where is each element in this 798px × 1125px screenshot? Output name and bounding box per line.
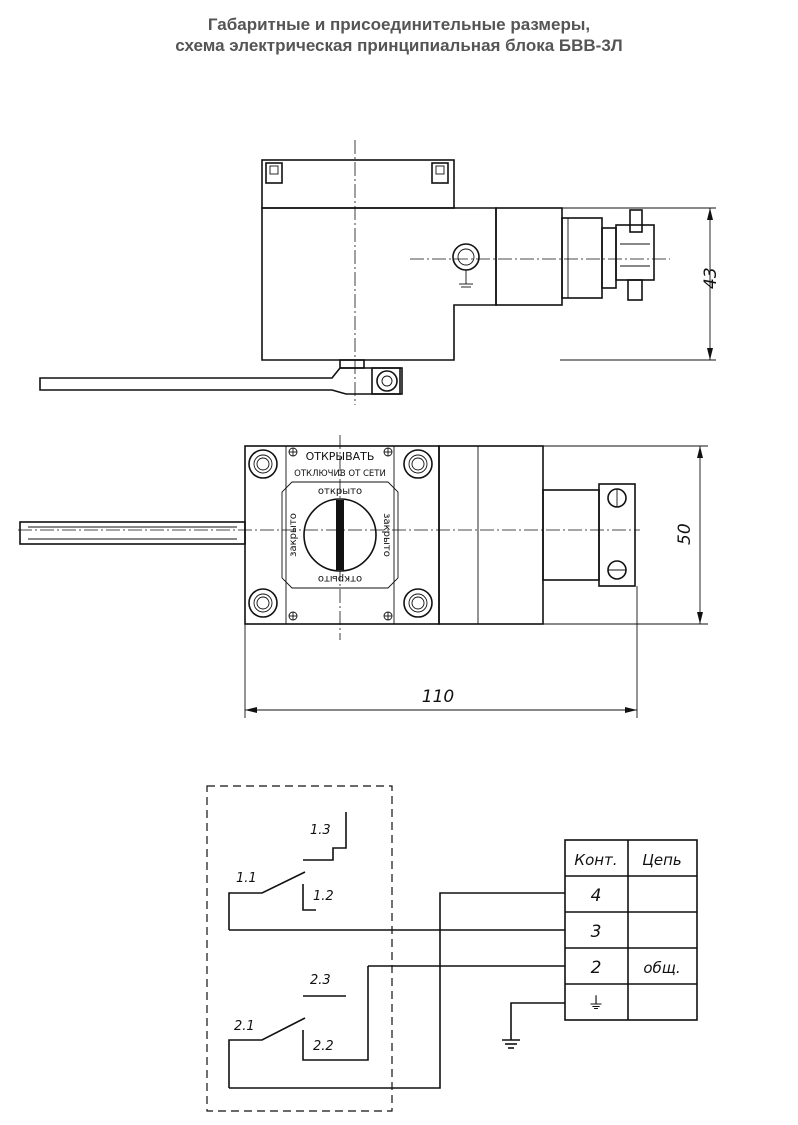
contact-1-2: 1.2 <box>313 889 334 904</box>
table-cell-cont: 3 <box>591 922 602 942</box>
label-open-warning: ОТКРЫВАТЬ <box>306 450 375 463</box>
contact-1-3: 1.3 <box>310 823 331 838</box>
table-header-cont: Конт. <box>574 851 617 869</box>
dial-label-top: открыто <box>318 486 362 497</box>
table-cell-circuit: общ. <box>643 959 680 977</box>
dial-label-bottom: открыто <box>318 573 362 584</box>
dial-label-left: закрыто <box>288 513 299 557</box>
title-line-1: Габаритные и присоединительные размеры, <box>207 15 591 34</box>
table-header-circuit: Цепь <box>642 851 682 869</box>
contact-2-2: 2.2 <box>313 1039 334 1054</box>
dim-50-label: 50 <box>675 523 695 545</box>
table-cell-cont: 4 <box>591 886 602 906</box>
contact-2-3: 2.3 <box>310 973 331 988</box>
side-view: 43 <box>39 140 721 405</box>
contact-2-1: 2.1 <box>234 1019 255 1034</box>
front-view: ОТКРЫВАТЬ ОТКЛЮЧИВ ОТ СЕТИ открыто откры… <box>18 435 708 718</box>
electrical-schematic: 1.3 1.1 1.2 2.3 2.1 2.2 Конт. Цепь 4 3 2 <box>206 785 698 1112</box>
corner-bolts <box>248 449 433 618</box>
dial-label-right: закрыто <box>381 513 392 557</box>
contact-1-1: 1.1 <box>236 871 257 886</box>
dim-43-label: 43 <box>701 267 721 289</box>
title-line-2: схема электрическая принципиальная блока… <box>175 36 623 55</box>
label-disconnect-warning: ОТКЛЮЧИВ ОТ СЕТИ <box>294 469 386 479</box>
dial-pointer <box>336 500 344 570</box>
table-cell-cont: 2 <box>591 958 602 978</box>
page-title: Габаритные и присоединительные размеры, … <box>0 14 798 56</box>
table-cell-ground-icon: ⏚ <box>588 994 605 1014</box>
dim-110-label: 110 <box>422 687 454 707</box>
